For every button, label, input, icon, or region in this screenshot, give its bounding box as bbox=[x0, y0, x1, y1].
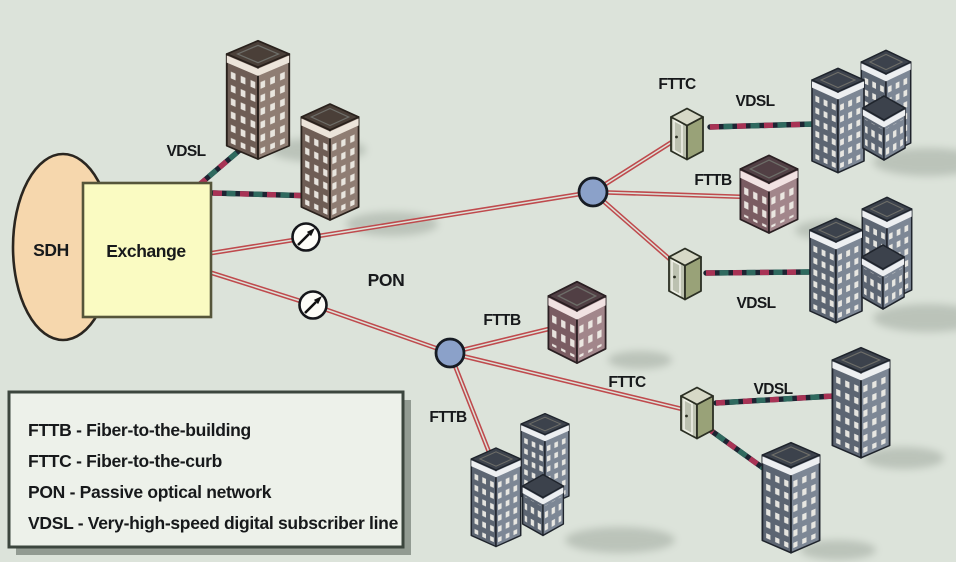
fiber-link-node2-to-fttc-cabinet bbox=[447, 350, 685, 412]
fttb-building bbox=[739, 154, 799, 234]
building-tower bbox=[225, 39, 291, 161]
exchange-label: Exchange bbox=[106, 241, 186, 261]
fttc-street-cabinet-icon bbox=[668, 247, 702, 301]
fiber-link-node1-to-cabinet2 bbox=[590, 189, 676, 265]
building-tower bbox=[300, 103, 360, 221]
building-tower bbox=[831, 346, 891, 459]
pon-splitter-node bbox=[577, 176, 609, 208]
vdsl-cable-exchange-to-building1 bbox=[196, 146, 244, 188]
fttc-label: FTTC bbox=[608, 374, 646, 391]
building-tower bbox=[809, 217, 863, 324]
optical-splitter-icon bbox=[298, 290, 328, 320]
building-tower bbox=[470, 447, 522, 548]
fiber-link-node2-to-fttb-building bbox=[447, 324, 560, 356]
legend-box: FTTB - Fiber-to-the-building FTTC - Fibe… bbox=[7, 390, 411, 555]
building-tower bbox=[861, 244, 905, 310]
fttb-label: FTTB bbox=[483, 312, 521, 329]
legend-item-vdsl: VDSL - Very-high-speed digital subscribe… bbox=[28, 513, 399, 533]
vdsl-cables bbox=[196, 121, 837, 476]
pon-label: PON bbox=[368, 270, 405, 290]
legend-panel bbox=[7, 390, 405, 549]
building-tower bbox=[521, 473, 565, 537]
link-labels: VDSL PON FTTC VDSL FTTB VDSL FTTB FTTB F… bbox=[167, 76, 794, 426]
fttb-label: FTTB bbox=[429, 409, 467, 426]
sdh-label: SDH bbox=[33, 240, 69, 260]
vdsl-cable-cabinet1-to-cluster bbox=[707, 121, 817, 130]
fttc-label: FTTC bbox=[658, 76, 696, 93]
fiber-links bbox=[209, 137, 751, 455]
legend-item-fttc: FTTC - Fiber-to-the-curb bbox=[28, 451, 222, 471]
fiber-link-node1-to-fttb-building bbox=[590, 189, 751, 200]
fttb-building bbox=[547, 280, 607, 364]
vdsl-cable-cabinet3-to-tower bbox=[713, 393, 837, 406]
vdsl-label: VDSL bbox=[754, 381, 793, 398]
ground-shadows bbox=[270, 138, 956, 560]
exchange-box bbox=[81, 181, 213, 319]
pon-splitter-node bbox=[434, 337, 466, 369]
optical-splitter-icon bbox=[291, 222, 321, 252]
vdsl-cable-cabinet3-to-tower2 bbox=[703, 424, 773, 476]
vdsl-label: VDSL bbox=[737, 295, 776, 312]
vdsl-label: VDSL bbox=[736, 93, 775, 110]
building-tower bbox=[761, 441, 821, 554]
building-tower bbox=[862, 95, 906, 161]
vdsl-cable-exchange-to-building2 bbox=[210, 190, 319, 199]
fiber-link-node2-to-fttb-cluster bbox=[447, 350, 492, 455]
fiber-link-node1-to-fttc-cabinet bbox=[590, 137, 678, 195]
vdsl-label: VDSL bbox=[167, 143, 206, 160]
legend-item-pon: PON - Passive optical network bbox=[28, 482, 272, 502]
vdsl-cable-cabinet2-to-cluster bbox=[703, 269, 812, 276]
fttb-label: FTTB bbox=[694, 172, 732, 189]
building-tower bbox=[811, 67, 865, 174]
fttc-street-cabinet-icon bbox=[680, 386, 714, 440]
fttc-street-cabinet-icon bbox=[670, 107, 704, 161]
legend-item-fttb: FTTB - Fiber-to-the-building bbox=[28, 420, 251, 440]
